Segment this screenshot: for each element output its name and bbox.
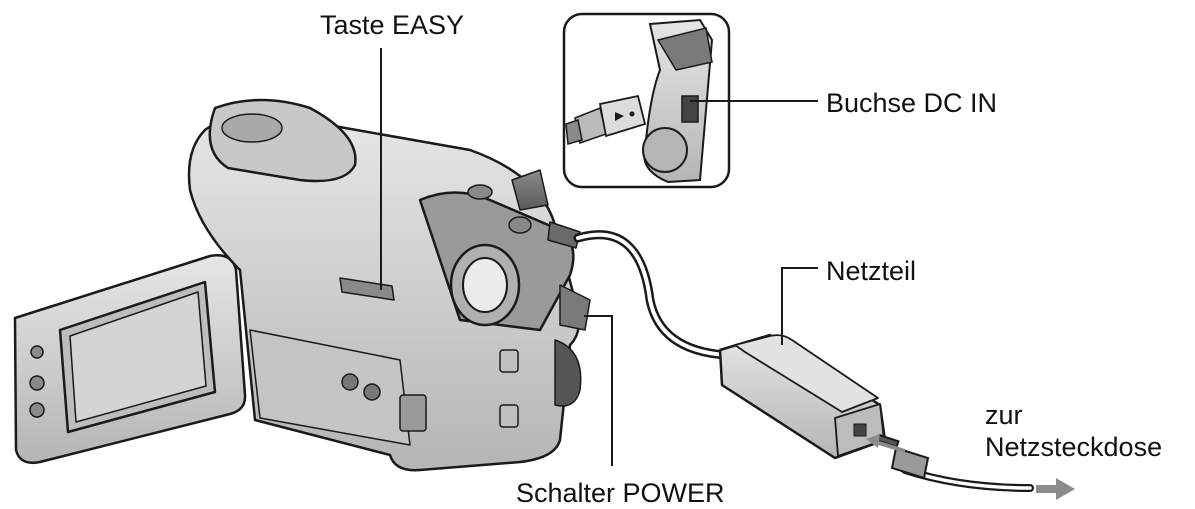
label-to-outlet-line1: zur [985,400,1023,430]
label-ac-adaptor: Netzteil [826,256,916,286]
leader-netzteil [782,268,818,345]
label-to-outlet-line2: Netzsteckdose [985,432,1162,462]
ac-adaptor-illustration [720,335,885,458]
label-power-switch: Schalter POWER [516,478,725,508]
arrow-right-icon [1036,478,1075,500]
wall-plug-icon [878,435,928,478]
camcorder-illustration [15,100,590,470]
dc-cable [578,235,725,355]
label-easy-button: Taste EASY [320,10,464,40]
label-dc-in-jack: Buchse DC IN [826,88,997,118]
leader-power [584,316,612,466]
